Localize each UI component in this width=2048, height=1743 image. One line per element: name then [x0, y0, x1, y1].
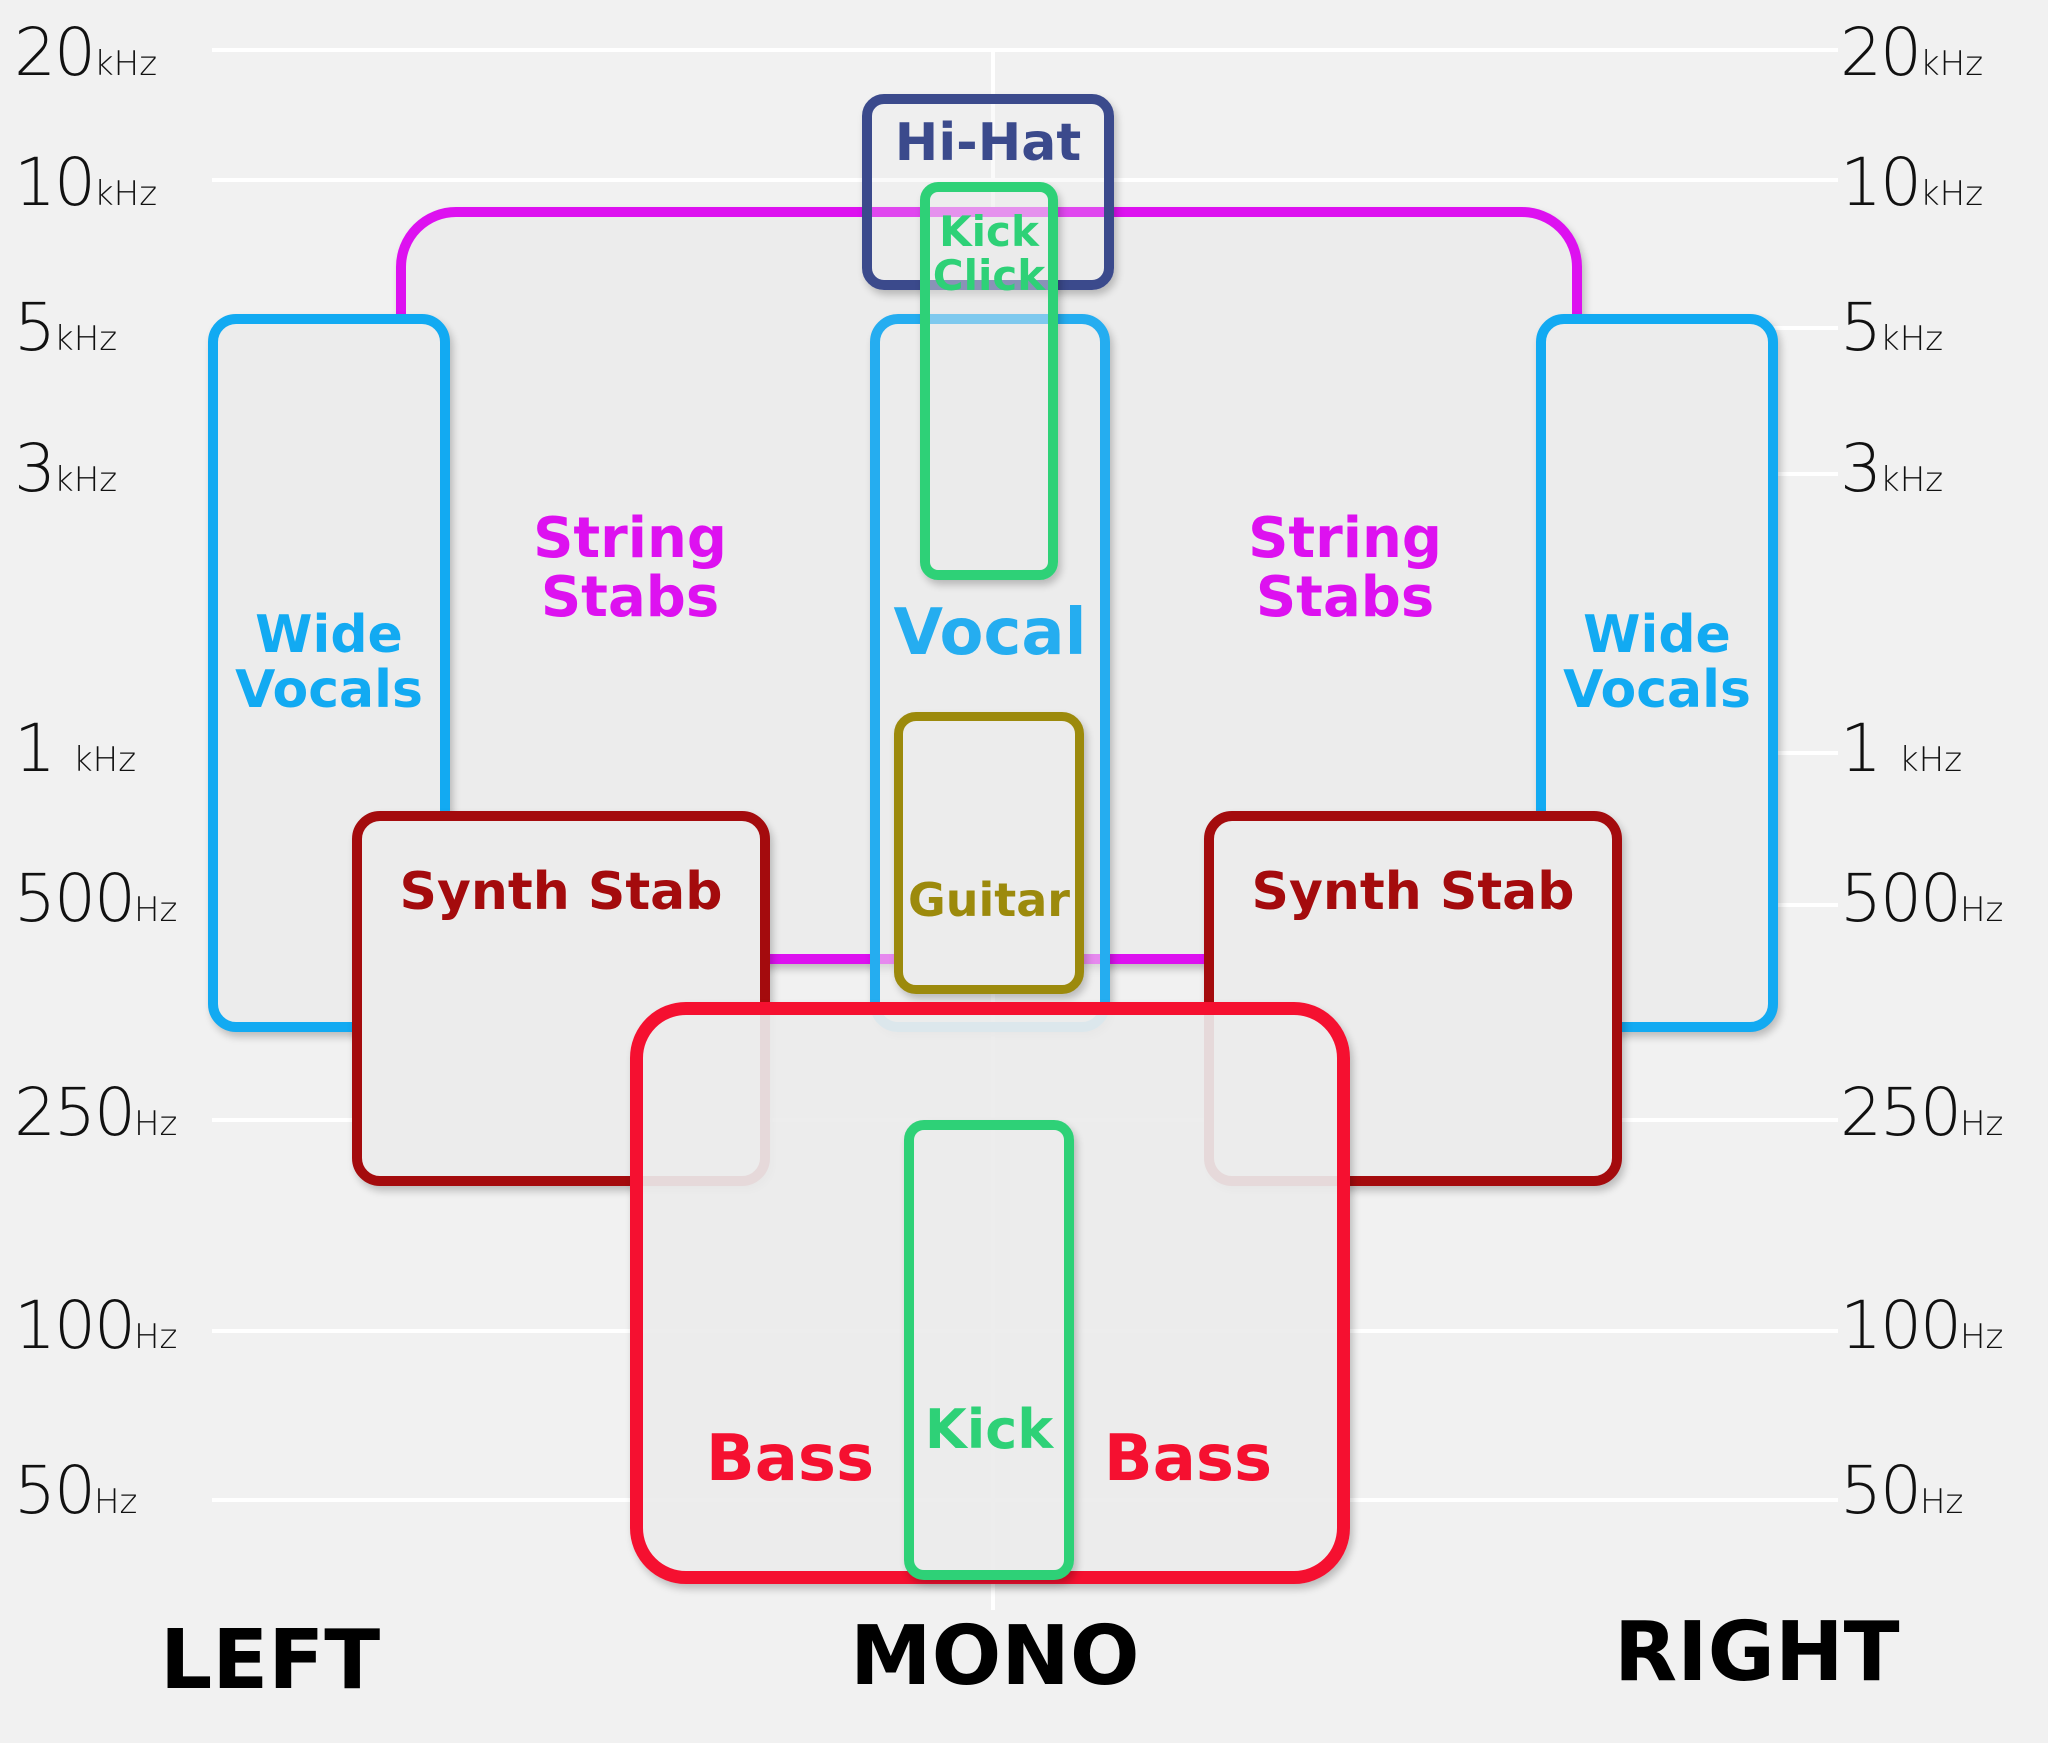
synth-stab-left-label: Synth Stab: [399, 862, 723, 922]
kick-click-label: Kick Click: [932, 207, 1046, 301]
left-axis-label-250hz: 250Hz: [14, 1074, 178, 1151]
left-axis-label-500hz: 500Hz: [14, 860, 178, 937]
string-stabs-right-label: String Stabs: [1248, 506, 1442, 630]
kick-click-box: [920, 182, 1058, 580]
right-axis-label-250hz: 250Hz: [1840, 1074, 2004, 1151]
left-axis-label-100hz: 100Hz: [14, 1287, 178, 1364]
wide-vocals-left-box: [208, 314, 450, 1032]
left-axis-label-10khz: 10kHz: [14, 144, 158, 221]
right-axis-label-5khz: 5kHz: [1840, 289, 1944, 366]
mono-side-label: MONO: [850, 1609, 1140, 1704]
bass-right-label: Bass: [1103, 1422, 1273, 1496]
wide-vocals-left-label: Wide Vocals: [235, 605, 423, 720]
right-axis-label-500hz: 500Hz: [1840, 860, 2004, 937]
wide-vocals-right-label: Wide Vocals: [1563, 605, 1751, 720]
vocal-label: Vocal: [893, 596, 1087, 670]
left-axis-label-50hz: 50Hz: [14, 1452, 138, 1529]
right-axis-label-20khz: 20kHz: [1840, 14, 1984, 91]
kick-box: [904, 1120, 1074, 1580]
left-axis-label-1khz: 1 kHz: [14, 710, 137, 787]
right-axis-label-10khz: 10kHz: [1840, 144, 1984, 221]
left-side-label: LEFT: [160, 1613, 381, 1708]
string-stabs-left-label: String Stabs: [533, 506, 727, 630]
left-axis-label-3khz: 3kHz: [14, 430, 118, 507]
left-axis-label-20khz: 20kHz: [14, 14, 158, 91]
hi-hat-label: Hi-Hat: [894, 113, 1082, 173]
guitar-box: [894, 712, 1084, 994]
right-axis-label-3khz: 3kHz: [1840, 430, 1944, 507]
left-axis-label-5khz: 5kHz: [14, 289, 118, 366]
bass-left-label: Bass: [705, 1422, 875, 1496]
synth-stab-right-label: Synth Stab: [1251, 862, 1575, 922]
right-axis-label-1khz: 1 kHz: [1840, 710, 1963, 787]
right-side-label: RIGHT: [1614, 1605, 1900, 1700]
synth-stab-left-box: [352, 811, 770, 1186]
right-axis-label-100hz: 100Hz: [1840, 1287, 2004, 1364]
hi-hat-box: [862, 94, 1114, 290]
kick-label: Kick: [924, 1398, 1054, 1461]
guitar-label: Guitar: [908, 873, 1070, 927]
right-axis-label-50hz: 50Hz: [1840, 1452, 1964, 1529]
